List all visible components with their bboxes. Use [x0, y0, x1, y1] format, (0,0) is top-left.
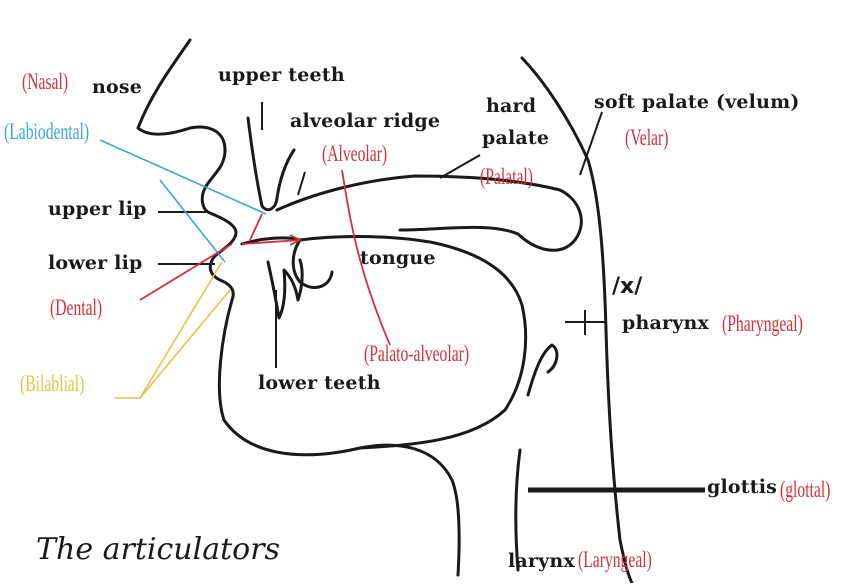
place-alveolar: (Alveolar): [322, 142, 387, 165]
diagram-title: The articulators: [36, 535, 280, 565]
place-nasal: (Nasal): [22, 70, 68, 93]
place-velar: (Velar): [625, 126, 668, 149]
label-tongue: tongue: [360, 249, 436, 268]
place-laryngeal: (Laryngeal): [578, 548, 652, 571]
place-pharyngeal: (Pharyngeal): [722, 312, 803, 335]
label-hard-palate-line2: palate: [482, 129, 549, 148]
label-glottis: glottis: [707, 478, 777, 497]
lower-teeth-outline: [268, 260, 302, 318]
label-lower-teeth: lower teeth: [258, 374, 381, 393]
label-lower-lip: lower lip: [48, 254, 142, 273]
place-labiodental: (Labiodental): [4, 120, 89, 143]
label-upper-lip: upper lip: [48, 200, 147, 219]
place-bilabial: (Bilablial): [20, 372, 84, 395]
place-palato-alveolar: (Palato-alveolar): [364, 342, 469, 365]
label-nose: nose: [92, 78, 142, 97]
label-larynx: larynx: [508, 552, 575, 571]
epiglottis-outline: [528, 345, 557, 395]
label-hard-palate-line1: hard: [486, 97, 536, 116]
label-alveolar-ridge: alveolar ridge: [290, 112, 440, 131]
place-glottal: (glottal): [780, 478, 830, 501]
label-pharynx: pharynx: [622, 314, 709, 333]
tongue-tip-outline: [293, 240, 332, 287]
label-upper-teeth: upper teeth: [218, 66, 345, 85]
label-soft-palate: soft palate (velum): [594, 93, 800, 112]
place-palatal: (Palatal): [480, 165, 533, 188]
label-x-symbol: /x/: [612, 276, 642, 298]
upper-teeth-outline: [248, 118, 294, 210]
place-dental: (Dental): [50, 296, 102, 319]
